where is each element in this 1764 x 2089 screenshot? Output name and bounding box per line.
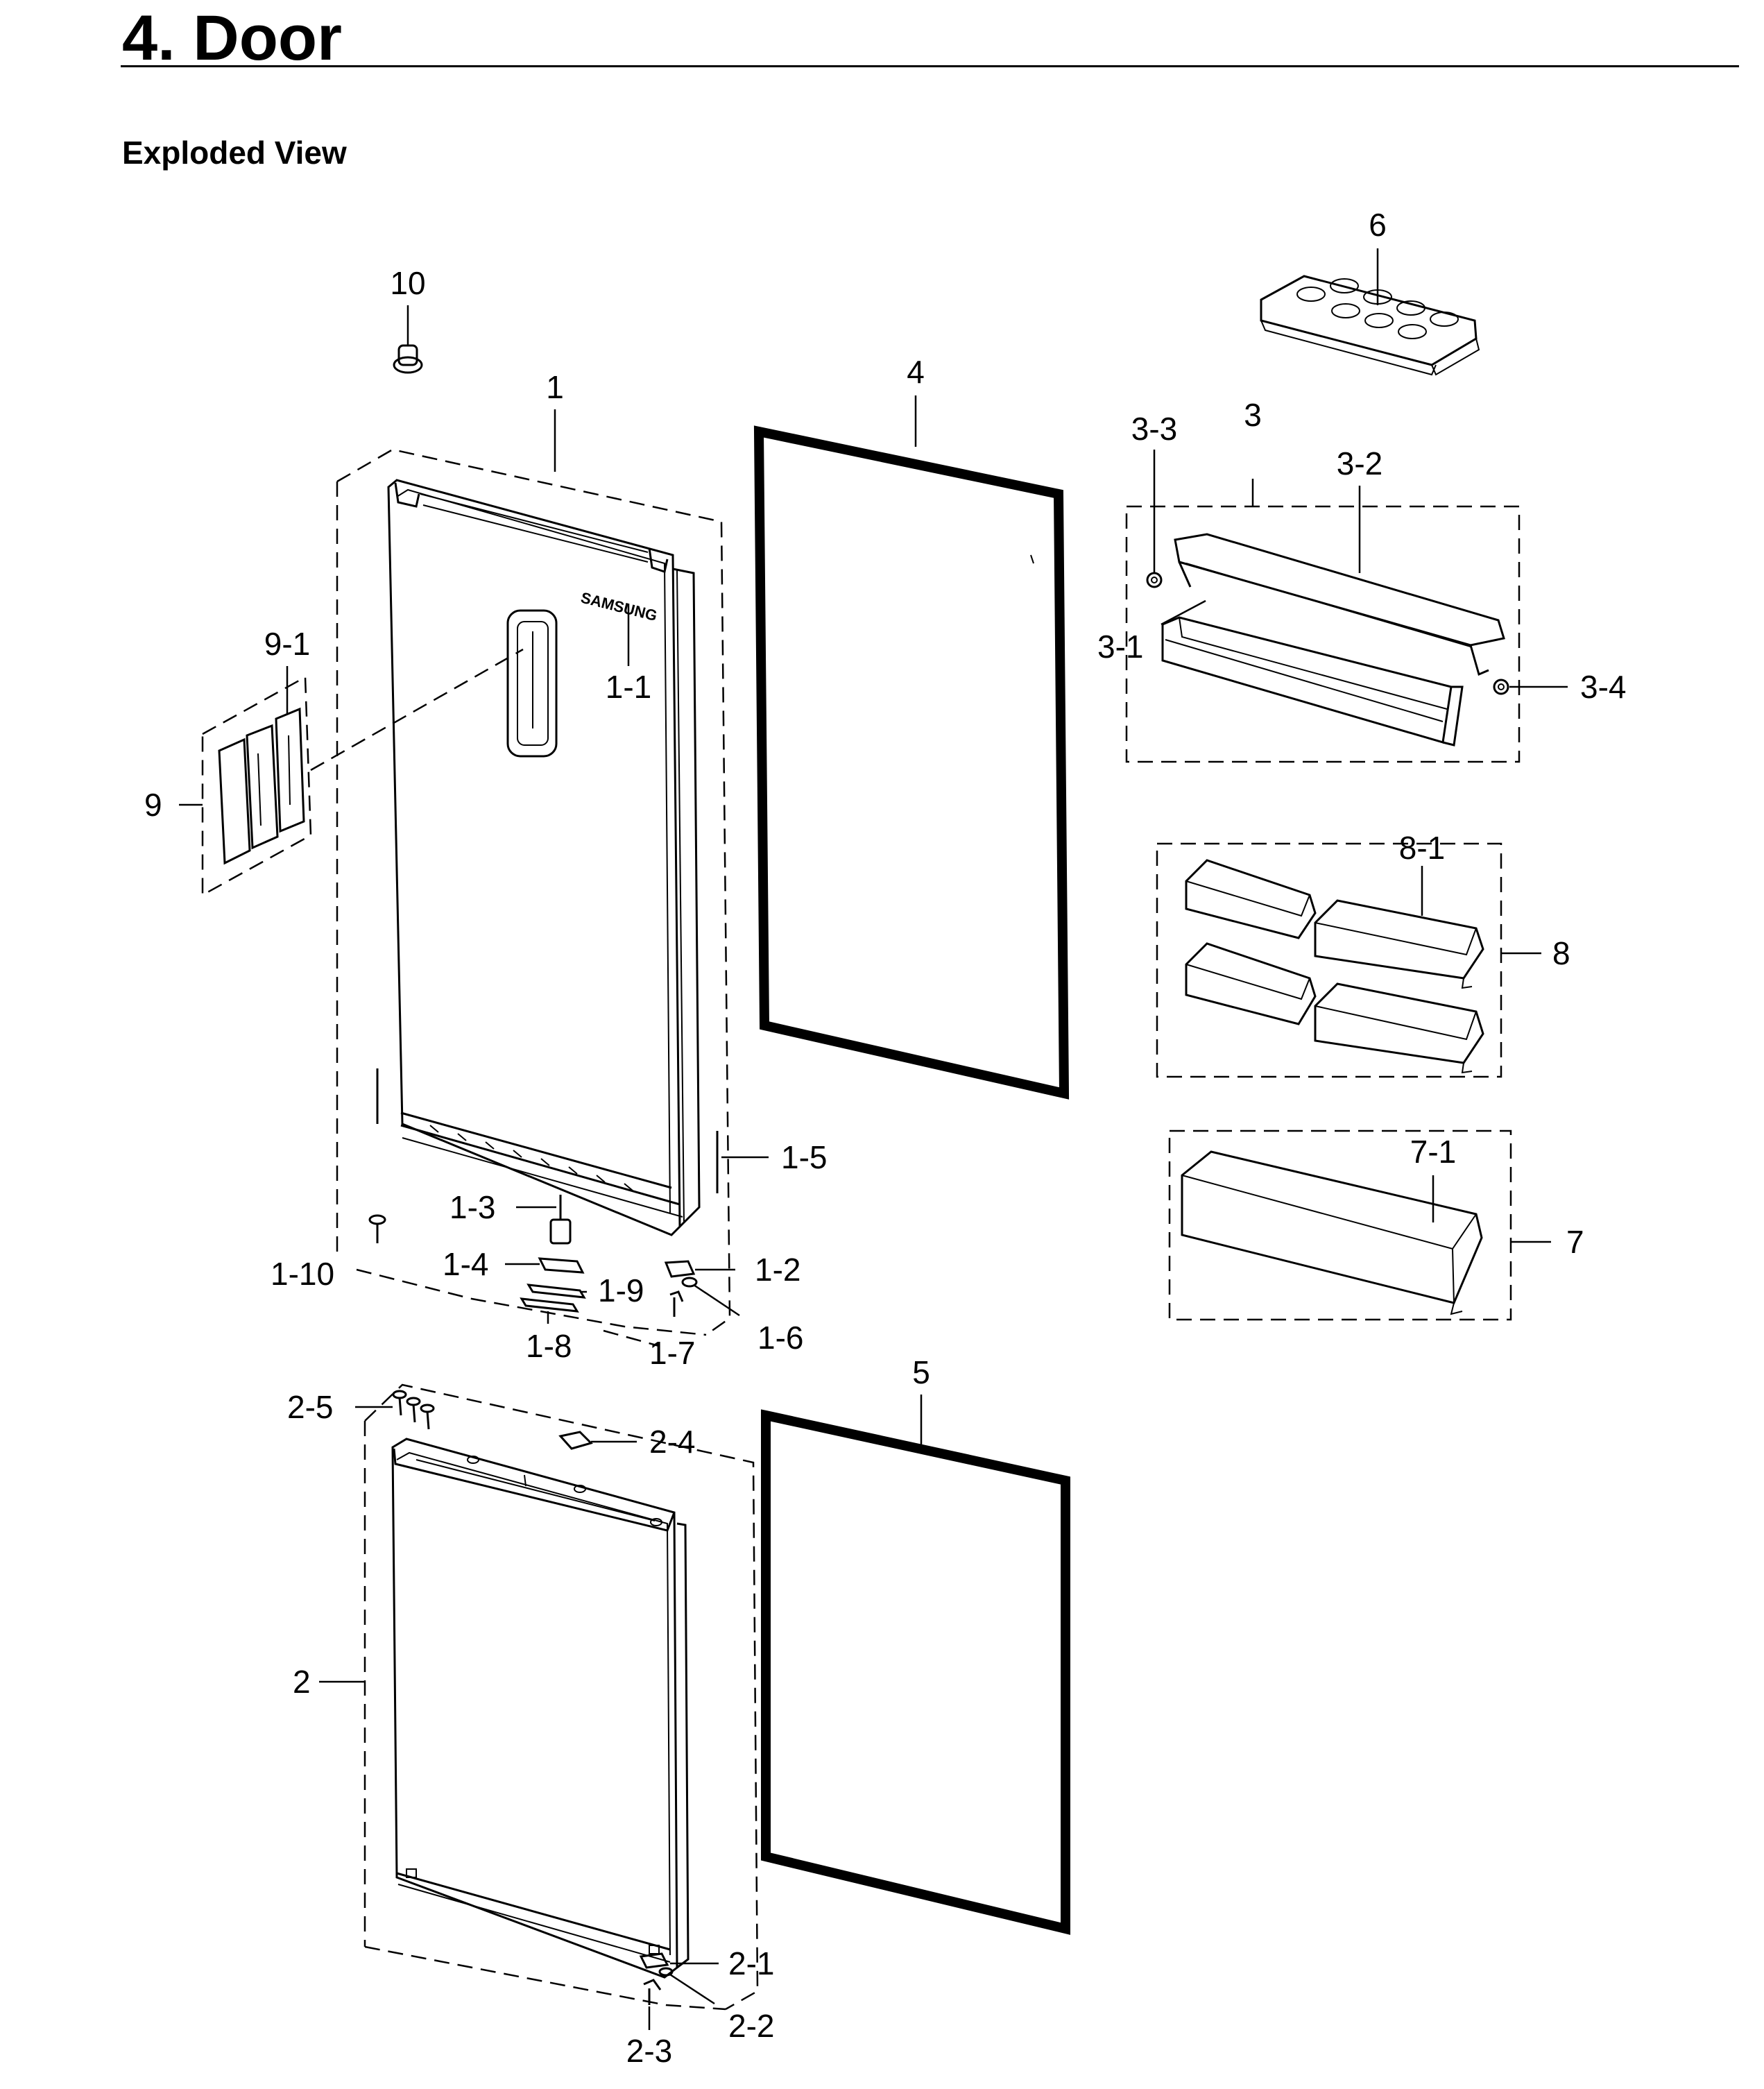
label-9-1: 9-1	[264, 626, 310, 662]
label-1-6: 1-6	[757, 1320, 803, 1356]
title-rule	[121, 65, 1739, 67]
part-2-5-screws	[392, 1390, 435, 1430]
label-2-1: 2-1	[728, 1945, 774, 1981]
part-3-3-cap	[1146, 572, 1163, 588]
label-1: 1	[546, 369, 564, 405]
label-7-1: 7-1	[1410, 1134, 1456, 1170]
label-1-2: 1-2	[755, 1252, 800, 1288]
label-2-2: 2-2	[728, 2008, 774, 2044]
label-3-3: 3-3	[1131, 411, 1177, 447]
part-1-assembly-boundary	[336, 448, 731, 1336]
part-7-assembly-boundary	[1168, 1129, 1512, 1321]
part-9-assembly-boundary	[201, 675, 312, 897]
part-10-hinge-cap	[393, 305, 423, 374]
part-1-upper-door	[376, 479, 701, 1236]
part-2-assembly-boundary	[364, 1383, 759, 2011]
label-4: 4	[907, 354, 925, 390]
part-1-10-screw	[368, 1214, 386, 1243]
part-5-lower-gasket	[761, 1409, 1070, 1935]
label-1-3: 1-3	[449, 1189, 495, 1225]
label-3-2: 3-2	[1337, 445, 1382, 481]
label-3-4: 3-4	[1580, 669, 1626, 705]
part-3-assembly-boundary	[1125, 505, 1521, 763]
label-1-9: 1-9	[598, 1272, 644, 1308]
label-8: 8	[1552, 935, 1570, 971]
part-4-upper-gasket	[753, 425, 1070, 1100]
part-2-1-2-2-2-3	[639, 1952, 674, 2005]
label-10: 10	[390, 265, 425, 301]
part-3-1-guard-basket	[1161, 616, 1464, 747]
label-2-3: 2-3	[626, 2033, 672, 2069]
label-7: 7	[1566, 1224, 1584, 1260]
part-2-lower-door	[391, 1438, 690, 1979]
part-9-dispenser-cover	[218, 707, 305, 865]
label-5: 5	[912, 1354, 930, 1390]
svg-text:SAMSUNG: SAMSUNG	[579, 589, 659, 624]
label-9: 9	[144, 787, 162, 823]
label-1-5: 1-5	[781, 1139, 827, 1175]
part-6-egg-tray	[1260, 275, 1480, 376]
label-3-1: 3-1	[1097, 629, 1143, 665]
brand-logo-1-1: SAMSUNG	[579, 589, 659, 624]
part-1-3	[549, 1195, 572, 1245]
label-3: 3	[1244, 397, 1262, 433]
label-2: 2	[293, 1664, 311, 1700]
part-1-9-1-8	[520, 1284, 586, 1313]
label-8-1: 8-1	[1399, 830, 1445, 866]
part-1-4	[538, 1257, 585, 1274]
part-3-2-guard-bar	[1174, 533, 1505, 676]
label-1-10: 1-10	[271, 1256, 334, 1292]
page-title: 4. Door	[122, 3, 342, 74]
page-subtitle: Exploded View	[122, 135, 347, 171]
label-1-7: 1-7	[649, 1335, 695, 1371]
part-8-assembly-boundary	[1156, 842, 1502, 1078]
part-1-2-1-6-1-7	[664, 1260, 698, 1317]
label-2-5: 2-5	[287, 1389, 333, 1425]
label-1-8: 1-8	[526, 1328, 572, 1364]
part-8-1-bins	[1185, 859, 1484, 1074]
label-2-4: 2-4	[649, 1424, 695, 1460]
part-7-1-large-bin	[1181, 1150, 1483, 1315]
label-1-4: 1-4	[443, 1246, 488, 1282]
label-1-1: 1-1	[606, 669, 651, 705]
part-3-4-cap	[1493, 679, 1509, 695]
label-6: 6	[1369, 207, 1387, 243]
part-2-4	[558, 1431, 593, 1450]
